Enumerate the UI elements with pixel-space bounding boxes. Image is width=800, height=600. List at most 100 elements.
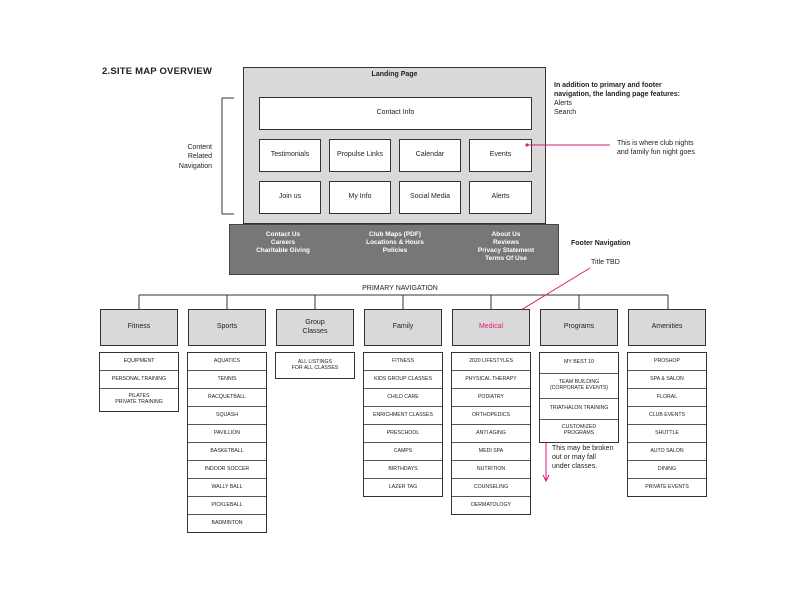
list-item[interactable]: TEAM BUILDING (CORPORATE EVENTS)	[540, 373, 618, 398]
note-item: Alerts	[554, 100, 572, 108]
list-item[interactable]: SPA & SALON	[628, 370, 706, 388]
list-item[interactable]: FITNESS	[392, 357, 414, 364]
list-item[interactable]: PAVILLION	[188, 424, 266, 442]
list-item[interactable]: TRIATHALON TRAINING	[540, 398, 618, 419]
list-item[interactable]: CUSTOMIZED PROGRAMS	[540, 419, 618, 442]
list-item[interactable]: NUTRITION	[452, 460, 530, 478]
footer-link[interactable]: Privacy Statement	[477, 247, 535, 255]
nav-sports[interactable]: Sports	[188, 309, 266, 346]
nav-amenities[interactable]: Amenities	[628, 309, 706, 346]
footer-link[interactable]: Club Maps (PDF)	[369, 231, 421, 238]
list-item[interactable]: INDOOR SOCCER	[188, 460, 266, 478]
events-note-line: and family fun night goes	[617, 149, 695, 157]
footer-link[interactable]: Careers	[270, 239, 296, 247]
list-item[interactable]: PILATES PRIVATE TRAINING	[100, 388, 178, 411]
list-item[interactable]: PRIVATE EVENTS	[628, 478, 706, 496]
side-label-line: Navigation	[178, 162, 212, 170]
contact-info-box: Contact Info	[259, 97, 532, 130]
list-item[interactable]: CLUB EVENTS	[628, 406, 706, 424]
list-item[interactable]: LAZER TAG	[364, 478, 442, 496]
group-classes-sublist: ALL LISTINGS FOR ALL CLASSES	[275, 352, 355, 379]
side-label-line: Related	[187, 153, 212, 161]
events-note: This is where club nights and family fun…	[617, 139, 727, 157]
nav-programs[interactable]: Programs	[540, 309, 618, 346]
events-box: Events	[469, 139, 532, 172]
footer-navigation-bar	[229, 224, 559, 275]
list-item[interactable]: RACQUETBALL	[188, 388, 266, 406]
page-title: 2.SITE MAP OVERVIEW	[102, 66, 213, 77]
list-item[interactable]: ENRICHMENT CLASSES	[364, 406, 442, 424]
footer-column-1: Contact Us Careers Charitable Giving	[233, 231, 333, 255]
list-item[interactable]: KIDS GROUP CLASSES	[364, 370, 442, 388]
nav-fitness[interactable]: Fitness	[100, 309, 178, 346]
list-item[interactable]: CAMPS	[364, 442, 442, 460]
fitness-sublist: EQUIPMENT PERSONAL TRAINING PILATES PRIV…	[99, 352, 179, 412]
footer-link[interactable]: Reviews	[492, 239, 520, 247]
list-item[interactable]: BIRTHDAYS	[364, 460, 442, 478]
landing-page-title: Landing Page	[371, 71, 418, 78]
social-media-box: Social Media	[399, 181, 461, 214]
list-item[interactable]: ORTHOPEDICS	[452, 406, 530, 424]
list-item[interactable]: WALLY BALL	[188, 478, 266, 496]
footer-column-3: About Us Reviews Privacy Statement Terms…	[456, 231, 556, 264]
list-item[interactable]: SHUTTLE	[628, 424, 706, 442]
testimonials-box: Testimonials	[259, 139, 321, 172]
programs-note-line: out or may fall	[552, 454, 596, 462]
list-item[interactable]: MEDI SPA	[452, 442, 530, 460]
programs-note: This may be broken out or may fall under…	[552, 444, 632, 471]
join-us-box: Join us	[259, 181, 321, 214]
footer-link[interactable]: Terms Of Use	[485, 255, 527, 263]
list-item[interactable]: BADMINTON	[188, 514, 266, 532]
calendar-box: Calendar	[399, 139, 461, 172]
nav-medical[interactable]: Medical	[452, 309, 530, 346]
programs-note-line: This may be broken	[552, 445, 614, 452]
note-item: Search	[554, 109, 577, 117]
propulse-links-box: Propulse Links	[329, 139, 391, 172]
list-item[interactable]: EQUIPMENT	[123, 357, 155, 364]
footer-link[interactable]: About Us	[491, 231, 521, 238]
programs-sublist: MY BEST 10 TEAM BUILDING (CORPORATE EVEN…	[539, 352, 619, 443]
alerts-box: Alerts	[469, 181, 532, 214]
list-item[interactable]: TENNIS	[188, 370, 266, 388]
list-item[interactable]: DERMATOLOGY	[452, 496, 530, 514]
list-item[interactable]: PRESCHOOL	[364, 424, 442, 442]
list-item[interactable]: PERSONAL TRAINING	[100, 370, 178, 388]
list-item[interactable]: MY BEST 10	[564, 359, 594, 366]
footer-link[interactable]: Charitable Giving	[256, 247, 310, 255]
footer-column-2: Club Maps (PDF) Locations & Hours Polici…	[345, 231, 445, 255]
list-item[interactable]: PHYSICAL THERAPY	[452, 370, 530, 388]
list-item[interactable]: AQUATICS	[213, 357, 241, 364]
list-item[interactable]: 2020 LIFESTYLES	[469, 357, 513, 364]
nav-family[interactable]: Family	[364, 309, 442, 346]
list-item[interactable]: PICKLEBALL	[188, 496, 266, 514]
family-sublist: FITNESS KIDS GROUP CLASSES CHILD CARE EN…	[363, 352, 443, 497]
events-note-line: This is where club nights	[617, 140, 694, 147]
list-item[interactable]: CHILD CARE	[364, 388, 442, 406]
list-item[interactable]: BASKETBALL	[188, 442, 266, 460]
list-item[interactable]: COUNSELING	[452, 478, 530, 496]
content-related-navigation-label: Content Related Navigation	[152, 143, 212, 171]
list-item[interactable]: FLORAL	[628, 388, 706, 406]
list-item[interactable]: SQUASH	[188, 406, 266, 424]
programs-note-line: under classes.	[552, 463, 598, 471]
list-item[interactable]: DINING	[628, 460, 706, 478]
footer-link[interactable]: Policies	[382, 247, 408, 255]
list-item[interactable]: PODIATRY	[452, 388, 530, 406]
footer-link[interactable]: Contact Us	[265, 231, 301, 238]
footer-navigation-label: Footer Navigation	[571, 240, 631, 247]
list-item[interactable]: ANTI AGING	[452, 424, 530, 442]
footer-link[interactable]: Locations & Hours	[366, 239, 424, 247]
my-info-box: My Info	[329, 181, 391, 214]
list-item[interactable]: ALL LISTINGS FOR ALL CLASSES	[291, 358, 339, 371]
note-heading-line: In addition to primary and footer	[554, 82, 662, 89]
sports-sublist: AQUATICS TENNIS RACQUETBALL SQUASH PAVIL…	[187, 352, 267, 533]
title-tbd-note: Title TBD	[591, 259, 620, 266]
medical-sublist: 2020 LIFESTYLES PHYSICAL THERAPY PODIATR…	[451, 352, 531, 515]
list-item[interactable]: AUTO SALON	[628, 442, 706, 460]
side-label-line: Content	[187, 144, 212, 151]
list-item[interactable]: PROSHOP	[654, 357, 680, 364]
nav-group-classes[interactable]: Group Classes	[276, 309, 354, 346]
note-heading-line: navigation, the landing page features:	[554, 91, 681, 99]
landing-features-note: In addition to primary and footer naviga…	[554, 81, 694, 117]
